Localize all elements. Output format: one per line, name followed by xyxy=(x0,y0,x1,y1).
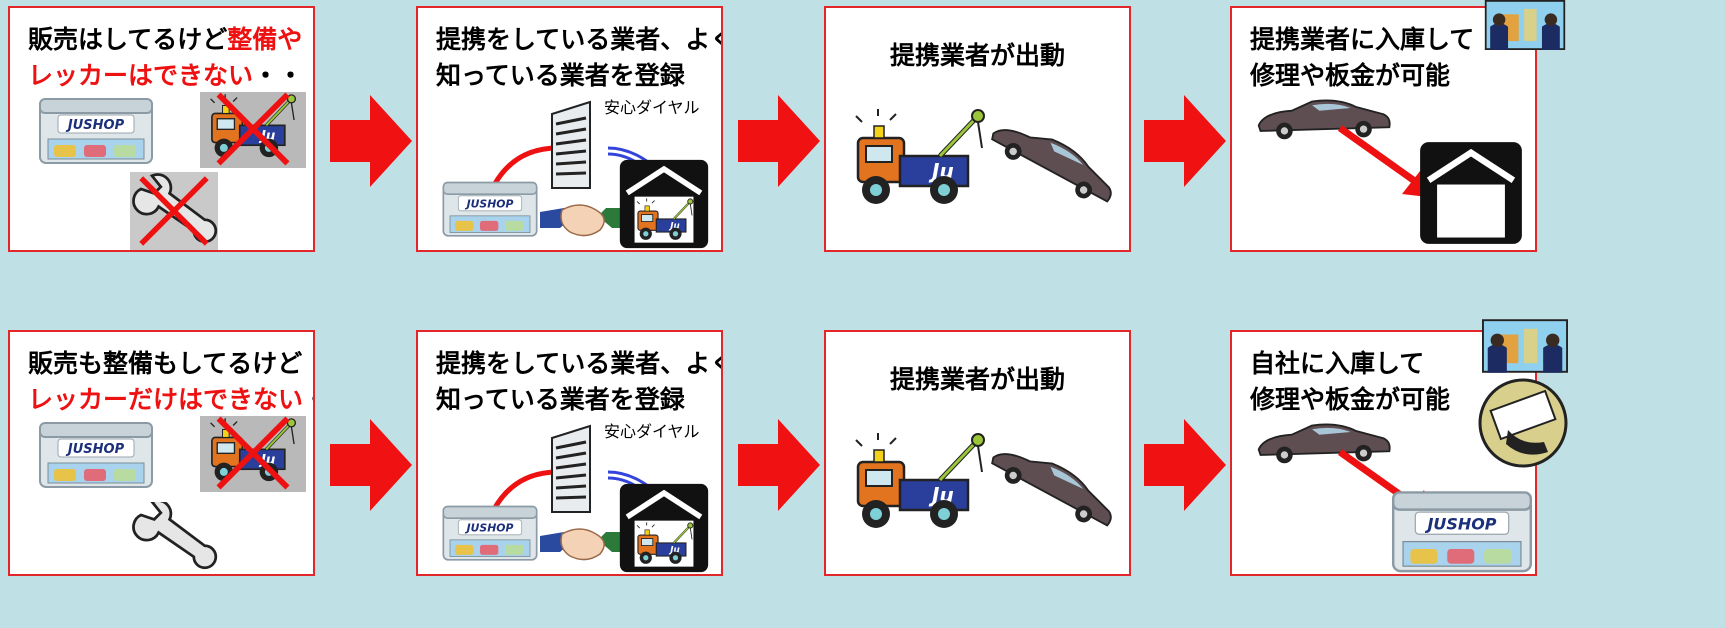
business-image xyxy=(1482,0,1568,50)
text-line: 知っている業者を登録 xyxy=(436,61,685,90)
panel-text: 提携業者が出動 xyxy=(889,41,1065,70)
wrench-icon xyxy=(130,502,218,572)
text-line: 提携業者に入庫して xyxy=(1250,25,1475,54)
shop-icon xyxy=(440,504,540,564)
dial-label: 安心ダイヤル xyxy=(604,422,700,441)
text-black: ・・ xyxy=(303,385,313,414)
text-red: レッカーだけはできない xyxy=(28,385,304,414)
panel-r1-p3: 提携業者が出動 xyxy=(824,6,1131,252)
arrow-icon xyxy=(1144,419,1226,511)
panel-text: 販売はしてるけど整備や レッカーはできない・・ xyxy=(28,22,303,94)
shop-icon xyxy=(36,420,156,492)
panel-r1-p1: 販売はしてるけど整備や レッカーはできない・・ xyxy=(8,6,315,252)
text-black: 販売はしてるけど xyxy=(28,25,228,54)
building-icon xyxy=(546,424,596,514)
arrow-icon xyxy=(738,419,820,511)
cross-icon xyxy=(200,88,306,170)
text-black: 販売も整備もしてるけど xyxy=(28,349,303,378)
panel-text: 提携業者が出動 xyxy=(889,365,1065,394)
dial-label: 安心ダイヤル xyxy=(604,98,700,117)
panel-text: 提携をしている業者、よく 知っている業者を登録 xyxy=(436,346,723,418)
panel-text: 提携業者に入庫して 修理や板金が可能 xyxy=(1250,22,1474,94)
handshake-icon xyxy=(540,194,630,244)
panel-r2-p1: 販売も整備もしてるけど レッカーだけはできない・・ xyxy=(8,330,315,576)
tow-truck-icon xyxy=(840,432,1000,542)
text-line: 自社に入庫して xyxy=(1250,349,1425,378)
business-image xyxy=(1482,318,1568,374)
panel-text: 自社に入庫して 修理や板金が可能 xyxy=(1250,346,1450,418)
text-red: レッカーはできない xyxy=(28,61,254,90)
shop-icon xyxy=(36,96,156,168)
arrow-icon xyxy=(738,95,820,187)
text-line: 修理や板金が可能 xyxy=(1250,385,1451,414)
tow-truck-icon xyxy=(840,108,1000,218)
text-line: 修理や板金が可能 xyxy=(1250,61,1451,90)
handshake-icon xyxy=(540,518,630,568)
tow-truck-icon xyxy=(630,522,700,570)
cross-icon xyxy=(130,172,218,250)
garage-icon xyxy=(1418,140,1524,246)
panel-r2-p2: 提携をしている業者、よく 知っている業者を登録 安心ダイヤル xyxy=(416,330,723,576)
text-red: 整備や xyxy=(227,25,303,54)
building-icon xyxy=(546,100,596,190)
arrow-icon xyxy=(330,419,412,511)
text-line: 知っている業者を登録 xyxy=(436,385,685,414)
text-black: ・・ xyxy=(253,61,304,90)
car-icon xyxy=(981,104,1127,217)
shop-icon xyxy=(1388,490,1536,576)
arrow-icon xyxy=(330,95,412,187)
panel-text: 販売も整備もしてるけど レッカーだけはできない・・ xyxy=(28,346,313,418)
panel-text: 提携をしている業者、よく 知っている業者を登録 xyxy=(436,22,723,94)
text-line: 提携をしている業者、よく xyxy=(436,349,723,378)
text-line: 提携をしている業者、よく xyxy=(436,25,723,54)
tow-truck-icon xyxy=(630,198,700,246)
cross-icon xyxy=(200,412,306,494)
panel-r1-p2: 提携をしている業者、よく 知っている業者を登録 安心ダイヤル xyxy=(416,6,723,252)
money-icon xyxy=(1478,378,1568,468)
car-icon xyxy=(981,428,1127,541)
arrow-icon xyxy=(1144,95,1226,187)
shop-icon xyxy=(440,180,540,240)
panel-r2-p3: 提携業者が出動 xyxy=(824,330,1131,576)
